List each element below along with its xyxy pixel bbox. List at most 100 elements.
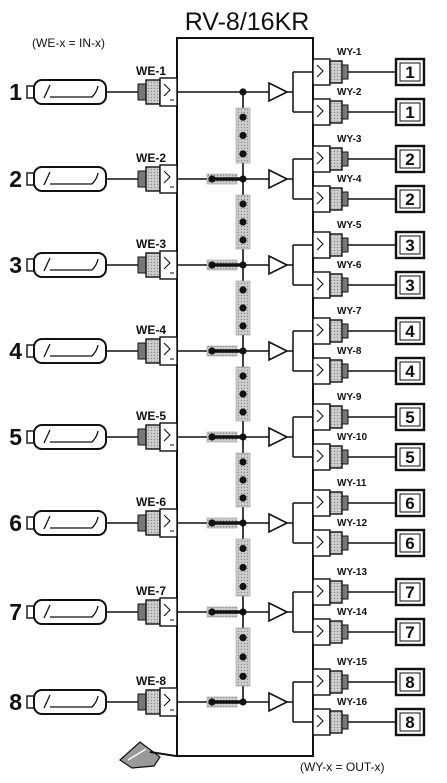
input-row-3: 3WE-3 — [9, 237, 313, 286]
monitor-number: 5 — [405, 448, 414, 467]
monitor-icon — [394, 617, 426, 647]
monitor-number: 6 — [405, 494, 414, 513]
monitor-icon — [394, 97, 426, 127]
output-split — [287, 158, 313, 200]
jumper-segment — [235, 280, 251, 336]
bnc-connector-icon — [137, 597, 178, 627]
output-8: WY-84 — [312, 346, 426, 386]
bnc-connector-icon — [312, 185, 349, 213]
bnc-connector-icon — [312, 145, 349, 173]
bnc-connector-icon — [312, 317, 349, 345]
output-connector-label: WY-12 — [337, 518, 367, 529]
output-split — [287, 502, 313, 544]
output-connector-label: WY-14 — [337, 607, 367, 618]
bus-node — [239, 698, 247, 706]
monitor-number: 1 — [405, 63, 414, 82]
input-number: 2 — [9, 166, 22, 192]
bnc-connector-icon — [137, 164, 178, 194]
monitor-number: 7 — [405, 623, 414, 642]
bus-node — [239, 608, 247, 616]
input-row-6: 6WE-6 — [9, 495, 313, 544]
monitor-icon — [394, 230, 426, 260]
input-number: 1 — [9, 79, 22, 105]
output-note: (WY-x = OUT-x) — [300, 760, 385, 774]
output-connector-label: WY-16 — [337, 697, 367, 708]
output-5: WY-53 — [312, 220, 426, 260]
output-14: WY-14 7 — [312, 607, 426, 647]
input-row-4: 4WE-4 — [9, 323, 313, 372]
output-split — [287, 681, 313, 723]
output-4: WY-42 — [312, 174, 426, 214]
input-number: 7 — [9, 599, 22, 625]
input-connector-label: WE-4 — [136, 323, 166, 337]
output-connector-label: WY-6 — [337, 260, 362, 271]
amplifier-icon — [268, 254, 289, 276]
monitor-icon — [394, 402, 426, 432]
output-connector-label: WY-15 — [337, 657, 367, 668]
amplifier-icon — [268, 168, 289, 190]
amplifier-icon — [268, 601, 289, 623]
output-connector-label: WY-10 — [337, 432, 367, 443]
screwdriver-icon — [119, 741, 177, 769]
output-12: WY-126 — [312, 518, 426, 558]
bnc-connector-icon — [312, 357, 349, 385]
output-3: WY-3 2 — [312, 134, 426, 174]
bnc-connector-icon — [312, 58, 349, 86]
jumper-end — [208, 261, 216, 269]
monitor-icon — [394, 577, 426, 607]
monitor-icon — [394, 667, 426, 697]
jumper-end — [208, 433, 216, 441]
monitor-icon — [394, 57, 426, 87]
jumper-end — [208, 698, 216, 706]
bnc-connector-icon — [312, 98, 349, 126]
jumper-end — [208, 608, 216, 616]
output-split — [287, 71, 313, 113]
monitor-number: 4 — [405, 322, 415, 341]
monitor-number: 8 — [405, 673, 414, 692]
bnc-connector-icon — [312, 271, 349, 299]
bnc-connector-icon — [312, 529, 349, 557]
jumper-end — [208, 175, 216, 183]
output-1: WY-1 1 — [312, 47, 426, 87]
bnc-connector-icon — [137, 422, 178, 452]
monitor-number: 2 — [405, 190, 414, 209]
output-15: WY-15 8 — [312, 657, 426, 697]
monitor-icon — [394, 270, 426, 300]
bnc-connector-icon — [312, 489, 349, 517]
output-9: WY-95 — [312, 392, 426, 432]
output-7: WY-7 4 — [312, 306, 426, 346]
bus-node — [239, 519, 247, 527]
monitor-icon — [394, 184, 426, 214]
input-note: (WE-x = IN-x) — [32, 36, 105, 50]
monitor-number: 8 — [405, 713, 414, 732]
input-row-8: 8WE-8 — [9, 674, 313, 723]
output-split — [287, 330, 313, 372]
output-split — [287, 591, 313, 633]
monitor-number: 2 — [405, 150, 414, 169]
input-connector-label: WE-8 — [136, 674, 166, 688]
bus-node — [239, 261, 247, 269]
input-number: 6 — [9, 510, 22, 536]
bnc-connector-icon — [312, 578, 349, 606]
jumper-segment — [235, 107, 251, 164]
output-connector-label: WY-7 — [337, 306, 362, 317]
input-connector-label: WE-7 — [136, 584, 166, 598]
monitor-icon — [394, 316, 426, 346]
output-11: WY-116 — [312, 478, 426, 518]
bnc-connector-icon — [137, 250, 178, 280]
output-connector-label: WY-1 — [337, 47, 362, 58]
output-split — [287, 244, 313, 286]
jumper-segment — [235, 194, 251, 250]
output-connector-label: WY-3 — [337, 134, 362, 145]
jumper-end — [208, 347, 216, 355]
output-connector-label: WY-2 — [337, 87, 362, 98]
monitor-number: 7 — [405, 583, 414, 602]
jumper-segment — [235, 627, 251, 687]
input-row-5: 5WE-5 — [9, 409, 313, 458]
input-number: 5 — [9, 424, 22, 450]
amplifier-icon — [268, 340, 289, 362]
bnc-connector-icon — [312, 403, 349, 431]
monitor-icon — [394, 442, 426, 472]
input-connector-label: WE-3 — [136, 237, 166, 251]
output-connector-label: WY-9 — [337, 392, 362, 403]
